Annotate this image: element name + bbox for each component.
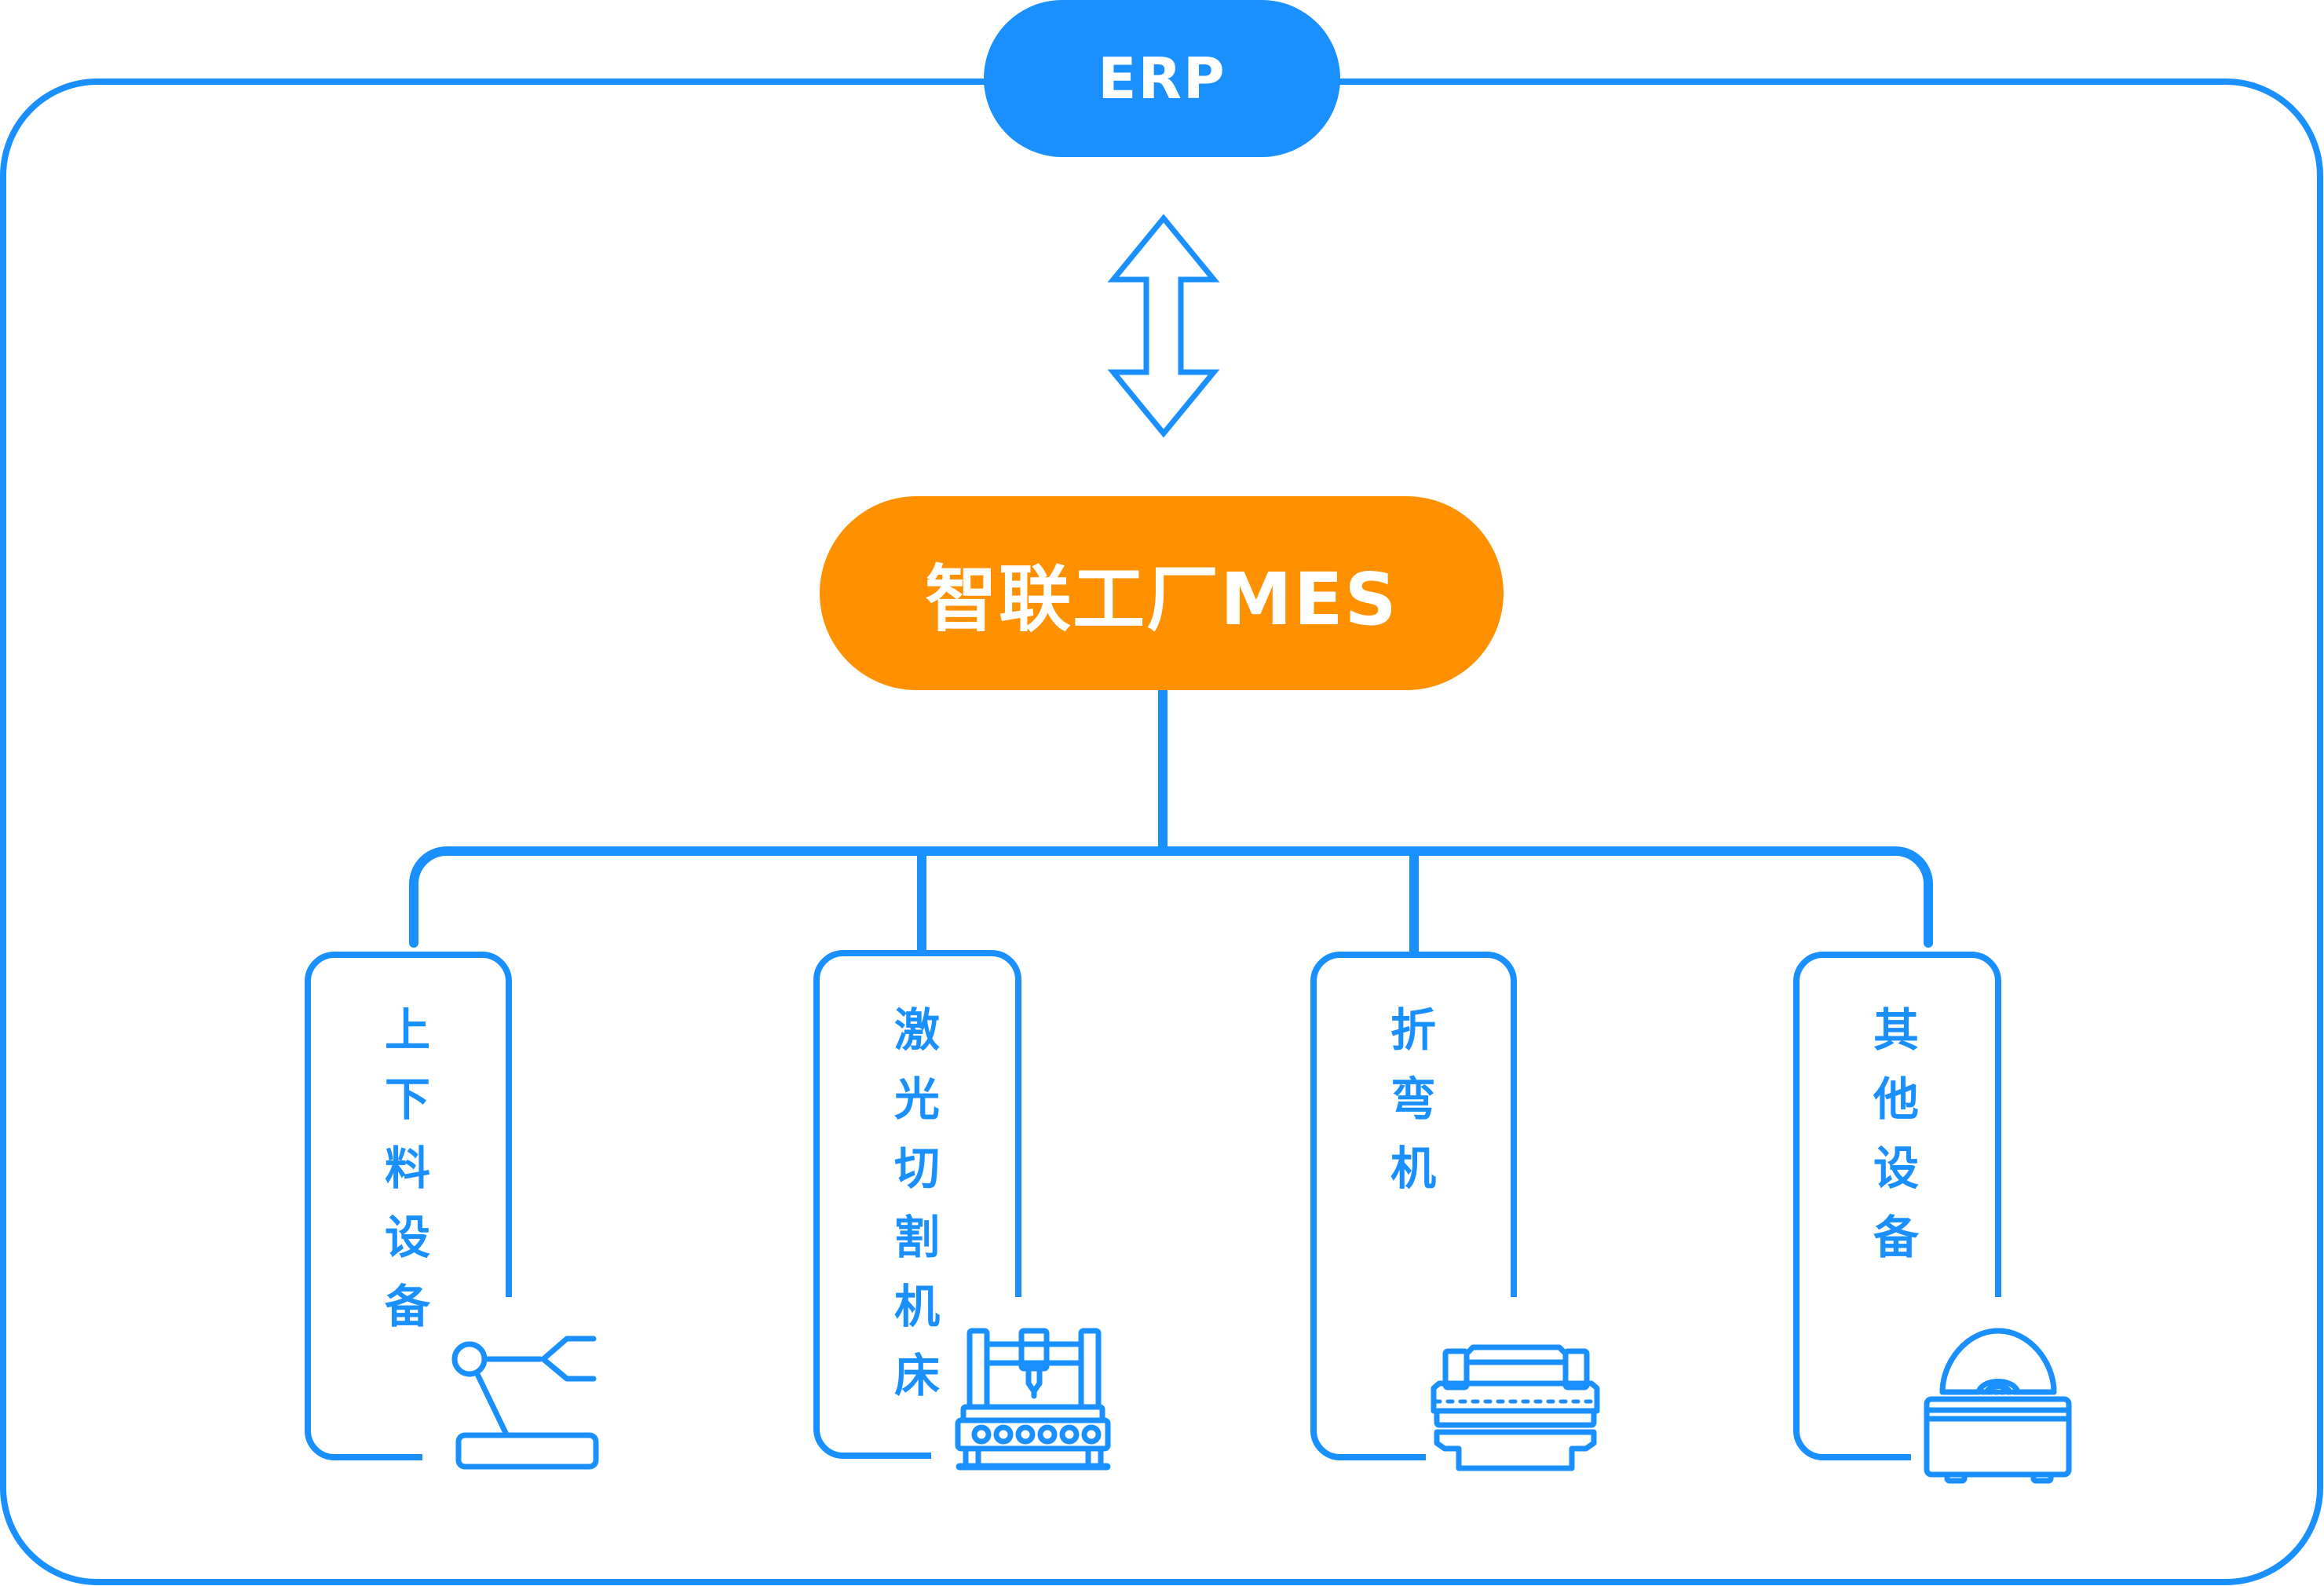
label-character: 激 bbox=[893, 1003, 940, 1057]
press-brake-icon bbox=[1431, 1344, 1600, 1471]
label-character: 床 bbox=[893, 1349, 940, 1402]
table-saw-icon bbox=[1924, 1328, 2072, 1484]
label-character: 机 bbox=[1390, 1142, 1436, 1195]
bidirectional-arrow-icon bbox=[1107, 214, 1220, 438]
device-box-loading bbox=[305, 952, 512, 1460]
device-label-other: 其他设备 bbox=[1865, 996, 1928, 1272]
mes-label: 智联工厂MES bbox=[925, 557, 1398, 641]
label-character: 备 bbox=[1873, 1211, 1919, 1264]
laser-cutter-icon bbox=[955, 1328, 1111, 1471]
device-label-loading: 上下料设备 bbox=[376, 996, 439, 1341]
label-character: 设 bbox=[384, 1211, 430, 1264]
erp-node: ERP bbox=[984, 0, 1340, 157]
device-box-laser bbox=[813, 950, 1021, 1459]
outer-frame bbox=[0, 79, 2323, 1585]
label-character: 机 bbox=[893, 1280, 940, 1333]
erp-label: ERP bbox=[1098, 46, 1226, 111]
bus-line bbox=[409, 846, 1933, 948]
device-box-bending bbox=[1310, 952, 1517, 1460]
robot-arm-icon bbox=[451, 1336, 599, 1470]
label-character: 上 bbox=[384, 1003, 430, 1057]
device-label-laser: 激光切割机床 bbox=[886, 996, 948, 1410]
mes-node: 智联工厂MES bbox=[820, 496, 1504, 690]
label-character: 备 bbox=[384, 1280, 430, 1333]
device-label-bending: 折弯机 bbox=[1382, 996, 1445, 1203]
label-character: 下 bbox=[384, 1073, 430, 1126]
label-character: 设 bbox=[1873, 1142, 1919, 1195]
device-box-other bbox=[1793, 952, 2001, 1460]
label-character: 割 bbox=[893, 1211, 940, 1264]
label-character: 折 bbox=[1390, 1003, 1436, 1057]
label-character: 光 bbox=[893, 1073, 940, 1126]
label-character: 他 bbox=[1873, 1073, 1919, 1126]
label-character: 弯 bbox=[1390, 1073, 1436, 1126]
label-character: 料 bbox=[384, 1142, 430, 1195]
label-character: 其 bbox=[1873, 1003, 1919, 1057]
label-character: 切 bbox=[893, 1142, 940, 1195]
